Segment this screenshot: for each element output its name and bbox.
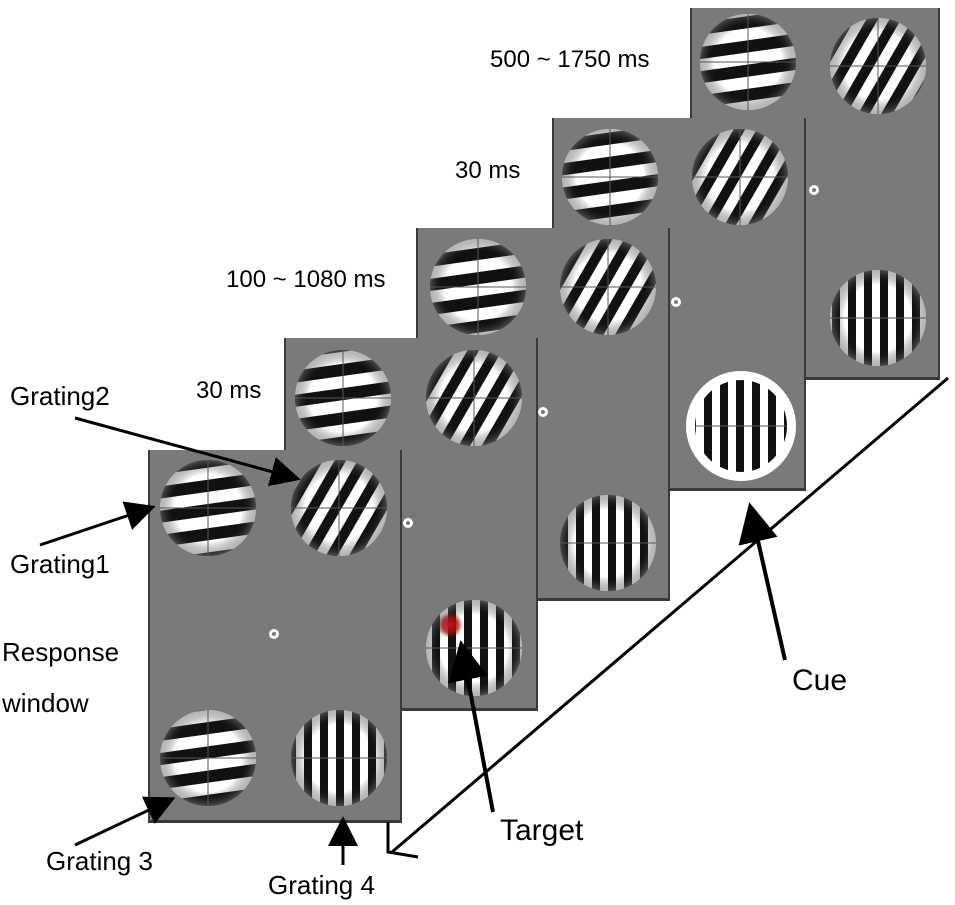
duration-label: 30 ms [455, 157, 520, 184]
grating-icon [291, 460, 387, 556]
grating-icon [426, 350, 522, 446]
screen-response-window [148, 450, 413, 823]
arrow-grating3-icon [74, 796, 176, 847]
grating-icon [430, 239, 526, 335]
grating-icon [160, 460, 256, 556]
grating-icon [692, 129, 788, 225]
arrow-cue-icon [738, 502, 787, 661]
fixation-dot-icon [403, 518, 413, 528]
grating4-label: Grating 4 [268, 870, 375, 900]
arrow-grating2-icon [74, 416, 301, 487]
arrow-target-icon [448, 640, 495, 813]
grating-icon [291, 710, 387, 806]
grating3-label: Grating 3 [46, 846, 153, 876]
cue-ring-icon [686, 371, 796, 481]
duration-label: 30 ms [196, 377, 261, 404]
grating-icon [560, 239, 656, 335]
target-label: Target [500, 814, 584, 847]
grating-icon [295, 350, 391, 446]
duration-label: 100 ~ 1080 ms [226, 266, 385, 293]
target-grating-icon [426, 600, 522, 696]
grating-icon [830, 18, 926, 114]
grating1-label: Grating1 [10, 549, 110, 579]
response-window-label-line2: window [1, 688, 89, 718]
target-dot-icon [437, 612, 463, 638]
response-window-label-line1: Response [2, 637, 119, 667]
grating-icon [700, 14, 796, 110]
grating-icon [560, 495, 656, 591]
arrow-grating1-icon [39, 501, 156, 547]
grating2-label: Grating2 [10, 381, 110, 411]
grating-icon [830, 270, 926, 366]
fixation-dot-icon [269, 629, 279, 639]
grating-icon [562, 129, 658, 225]
fixation-dot-icon [809, 185, 819, 195]
cue-label: Cue [792, 664, 847, 697]
fixation-dot-icon [538, 407, 548, 417]
duration-label: 500 ~ 1750 ms [490, 46, 649, 73]
fixation-dot-icon [671, 297, 681, 307]
grating-icon [160, 710, 256, 806]
